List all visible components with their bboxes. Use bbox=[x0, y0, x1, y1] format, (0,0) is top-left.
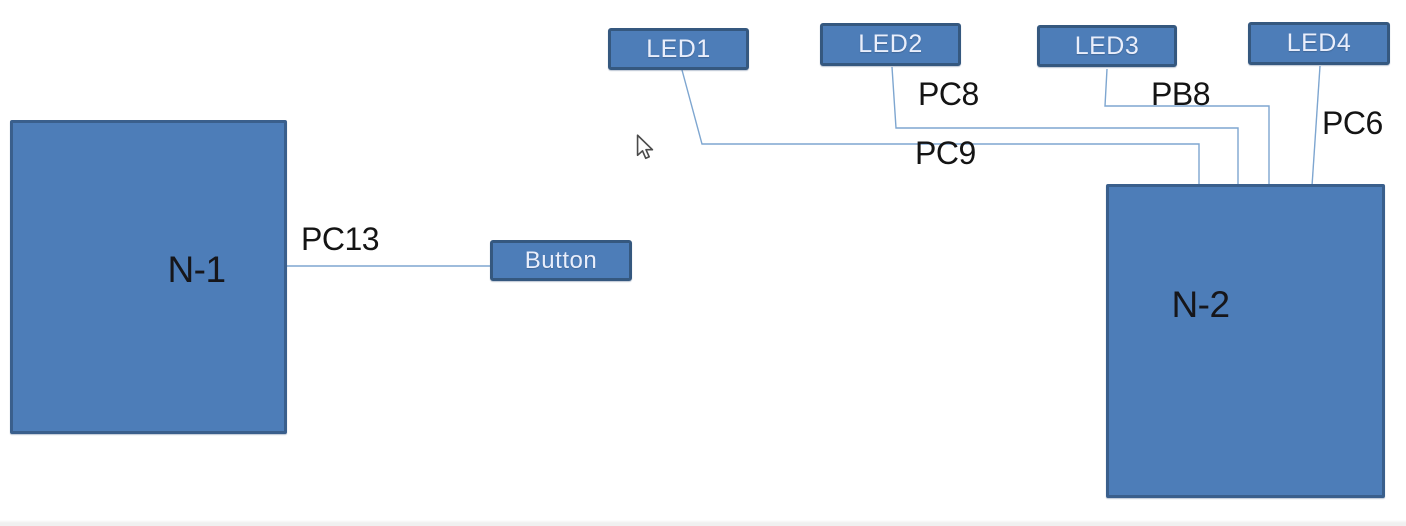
node-led2-label: LED2 bbox=[858, 30, 923, 58]
node-n2-label: N-2 bbox=[1171, 283, 1230, 325]
wire-pc8[interactable] bbox=[891, 66, 1239, 186]
pin-label-pc6[interactable]: PC6 bbox=[1322, 105, 1383, 141]
node-n1[interactable]: N-1 bbox=[10, 120, 287, 434]
node-led4[interactable]: LED4 bbox=[1248, 22, 1390, 65]
node-led1-label: LED1 bbox=[646, 34, 711, 63]
node-button[interactable]: Button bbox=[490, 240, 632, 281]
node-led2[interactable]: LED2 bbox=[820, 23, 961, 66]
pin-label-pb8[interactable]: PB8 bbox=[1151, 76, 1210, 112]
node-led3-label: LED3 bbox=[1074, 31, 1140, 60]
pin-label-pc13[interactable]: PC13 bbox=[301, 221, 380, 257]
node-button-label: Button bbox=[524, 246, 598, 274]
node-led3[interactable]: LED3 bbox=[1037, 25, 1177, 67]
node-led1[interactable]: LED1 bbox=[608, 28, 749, 70]
pin-label-pc8[interactable]: PC8 bbox=[918, 76, 979, 112]
node-led4-label: LED4 bbox=[1286, 29, 1352, 57]
wire-pc9[interactable] bbox=[681, 69, 1200, 186]
mouse-cursor-icon bbox=[636, 134, 654, 160]
wire-pc6[interactable] bbox=[1311, 65, 1321, 187]
pin-label-pc9[interactable]: PC9 bbox=[915, 135, 976, 171]
wire-pb8[interactable] bbox=[1104, 68, 1270, 186]
node-n2[interactable]: N-2 bbox=[1106, 184, 1385, 498]
node-n1-label: N-1 bbox=[167, 248, 226, 290]
